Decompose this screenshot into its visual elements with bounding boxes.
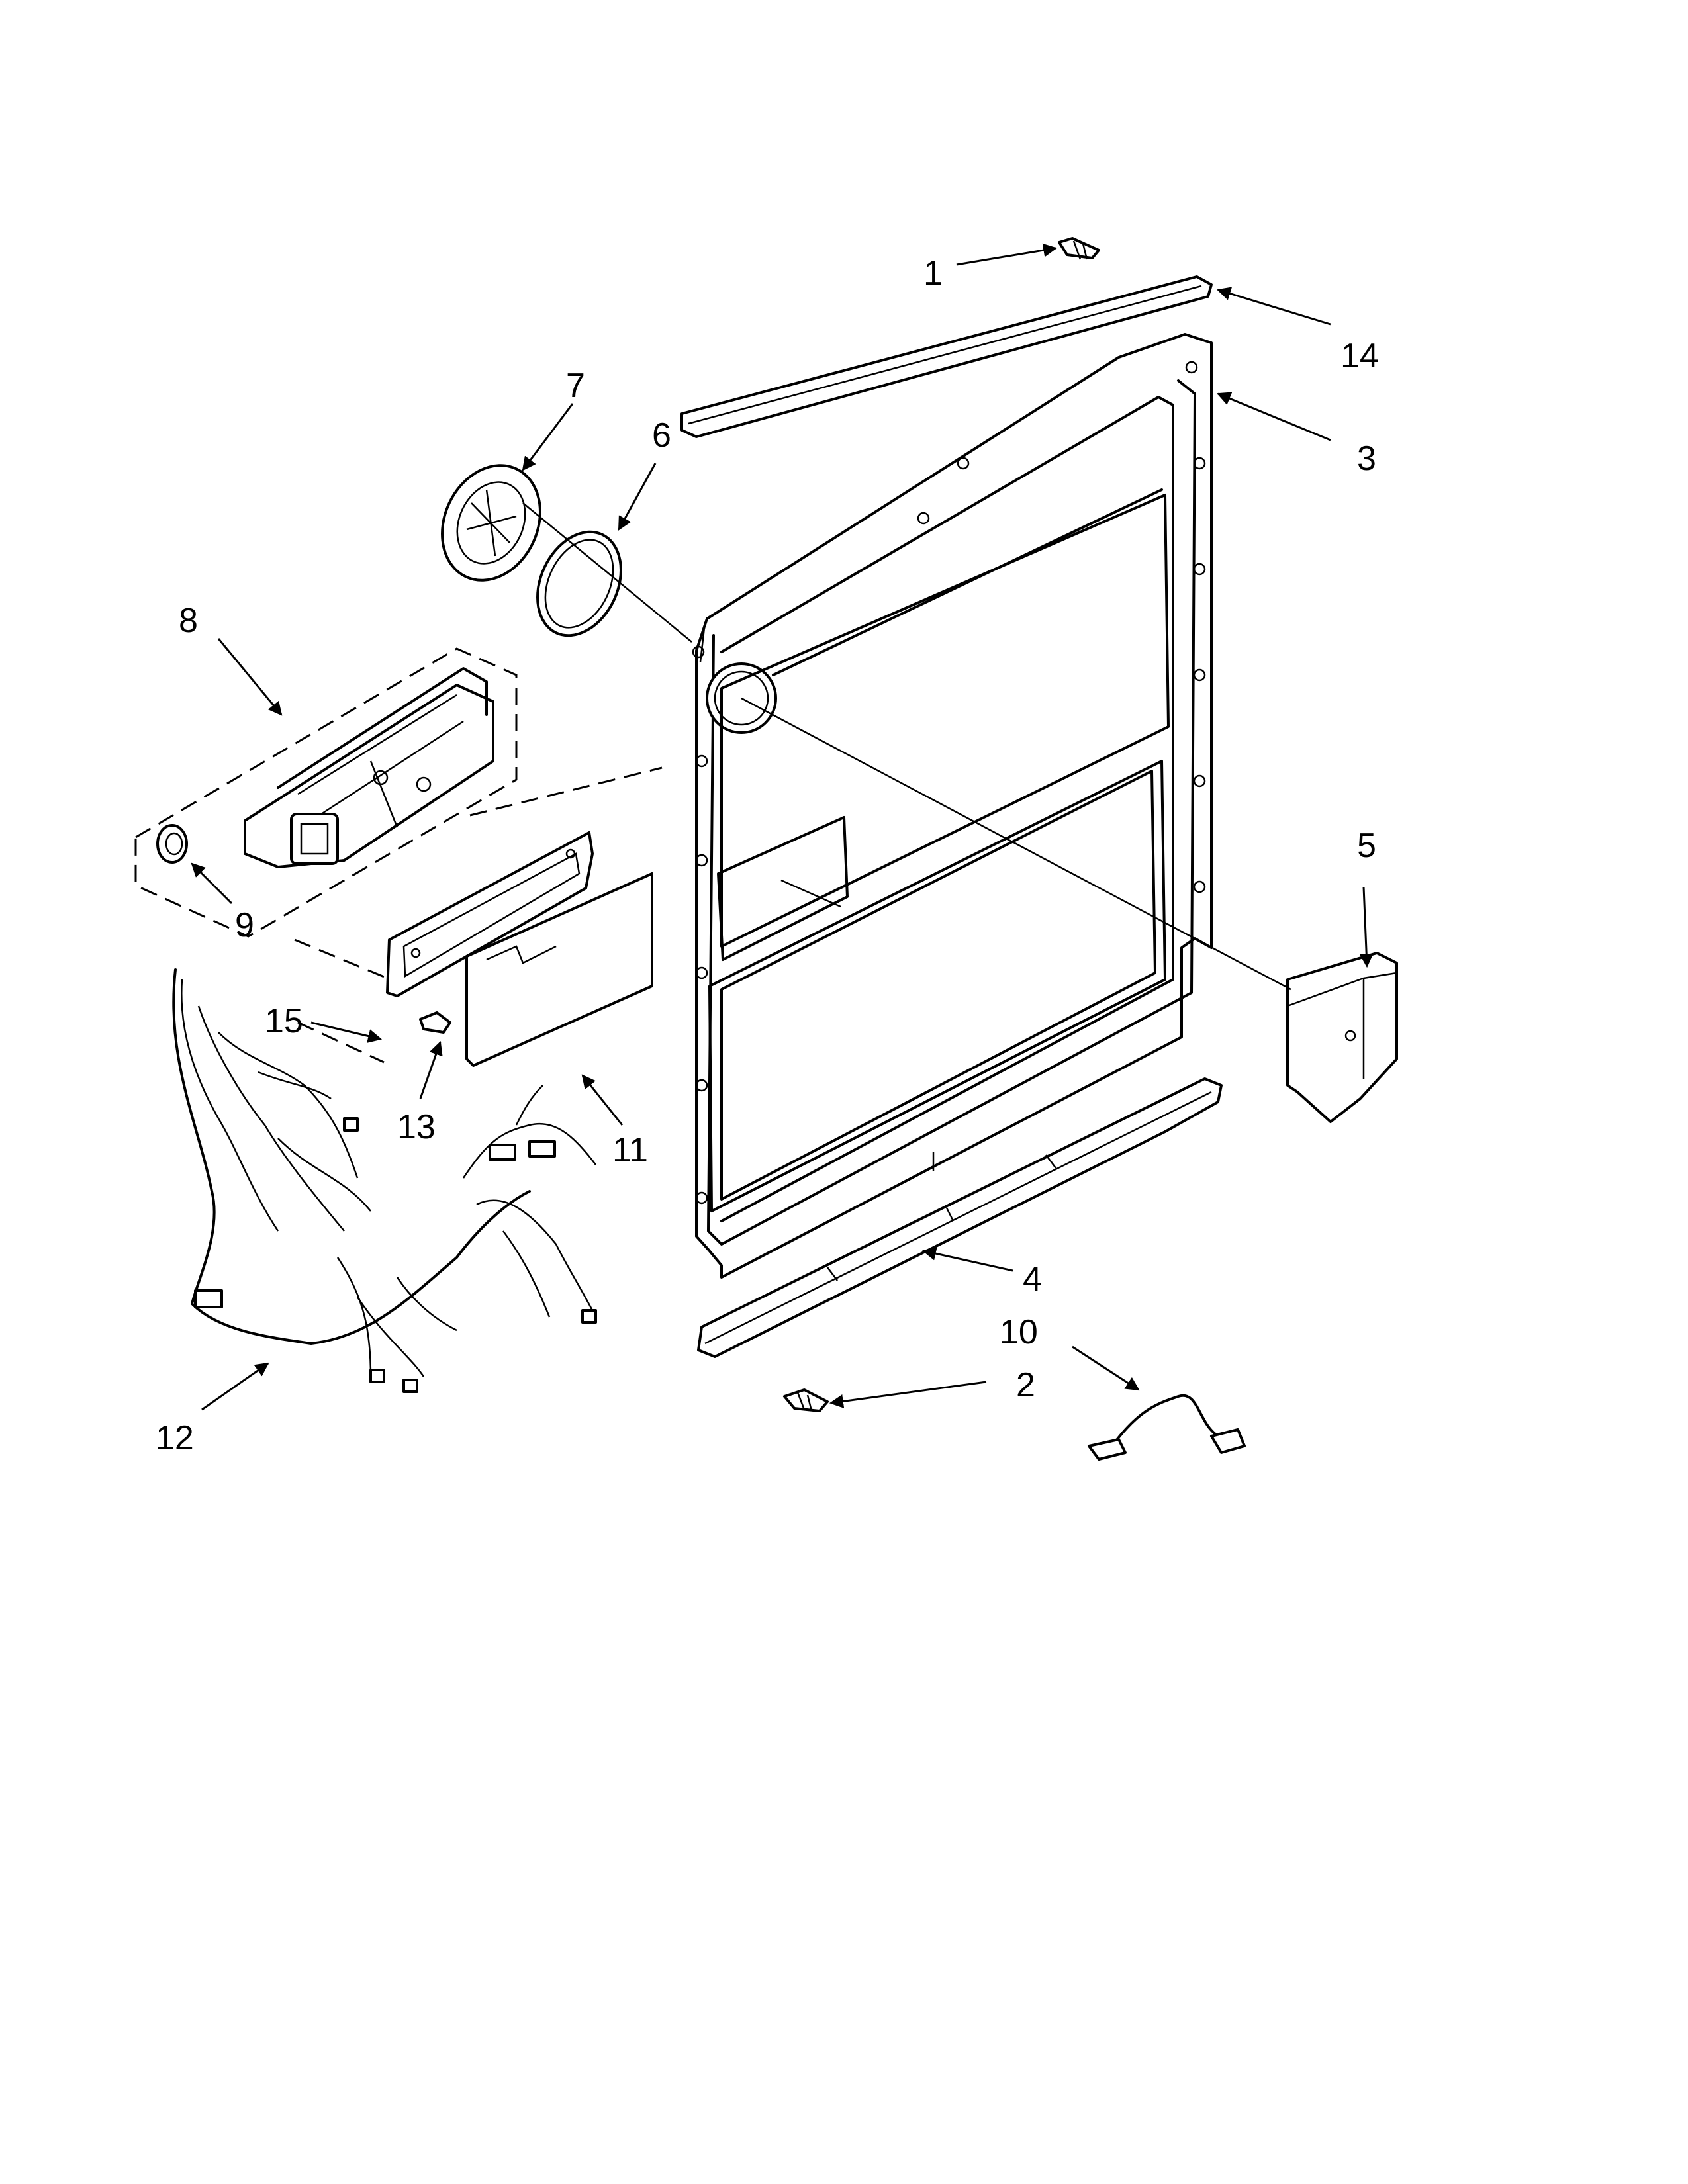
duct-alignment-line [741, 697, 1291, 991]
vent-gasket [536, 530, 622, 637]
jumper-wire [1088, 1394, 1246, 1461]
latch-assembly-group [134, 647, 518, 938]
control-board-cover [465, 872, 653, 1067]
callout-11: 11 [612, 1131, 648, 1169]
callout-14: 14 [1340, 337, 1379, 375]
callout-leaders [191, 243, 1374, 1411]
panel-screw-holes [692, 361, 1206, 1205]
bottom-trim-strip [697, 1077, 1223, 1358]
board-dashed-leader [297, 1021, 385, 1064]
callout-6: 6 [652, 416, 671, 455]
callout-3: 3 [1357, 439, 1376, 478]
callout-12: 12 [156, 1419, 194, 1457]
top-screw [1058, 237, 1100, 260]
callout-7: 7 [566, 367, 585, 405]
callout-8: 8 [179, 602, 198, 640]
callout-10: 10 [1000, 1313, 1038, 1351]
top-trim-strip [680, 275, 1213, 525]
callout-1: 1 [923, 254, 943, 293]
board-screw [419, 1011, 451, 1034]
control-board-bracket [386, 831, 594, 997]
switch-knob [156, 824, 188, 864]
callout-2: 2 [1016, 1366, 1035, 1404]
callout-4: 4 [1023, 1260, 1042, 1298]
vent-duct [1286, 952, 1398, 1123]
callout-labels: 1 14 3 7 6 8 9 15 13 11 5 4 10 2 12 [156, 254, 1379, 1457]
vent-cover [441, 464, 541, 582]
latch-dashed-leader-2 [294, 938, 391, 981]
callout-9: 9 [235, 906, 254, 944]
callout-15: 15 [265, 1002, 303, 1040]
callout-13: 13 [397, 1108, 436, 1146]
latch-dashed-leader [469, 766, 663, 817]
vent-alignment-line [522, 502, 692, 643]
inner-door-panel [692, 333, 1213, 1279]
callout-5: 5 [1357, 827, 1376, 865]
bottom-screw [783, 1388, 829, 1412]
wire-harness [172, 968, 597, 1393]
